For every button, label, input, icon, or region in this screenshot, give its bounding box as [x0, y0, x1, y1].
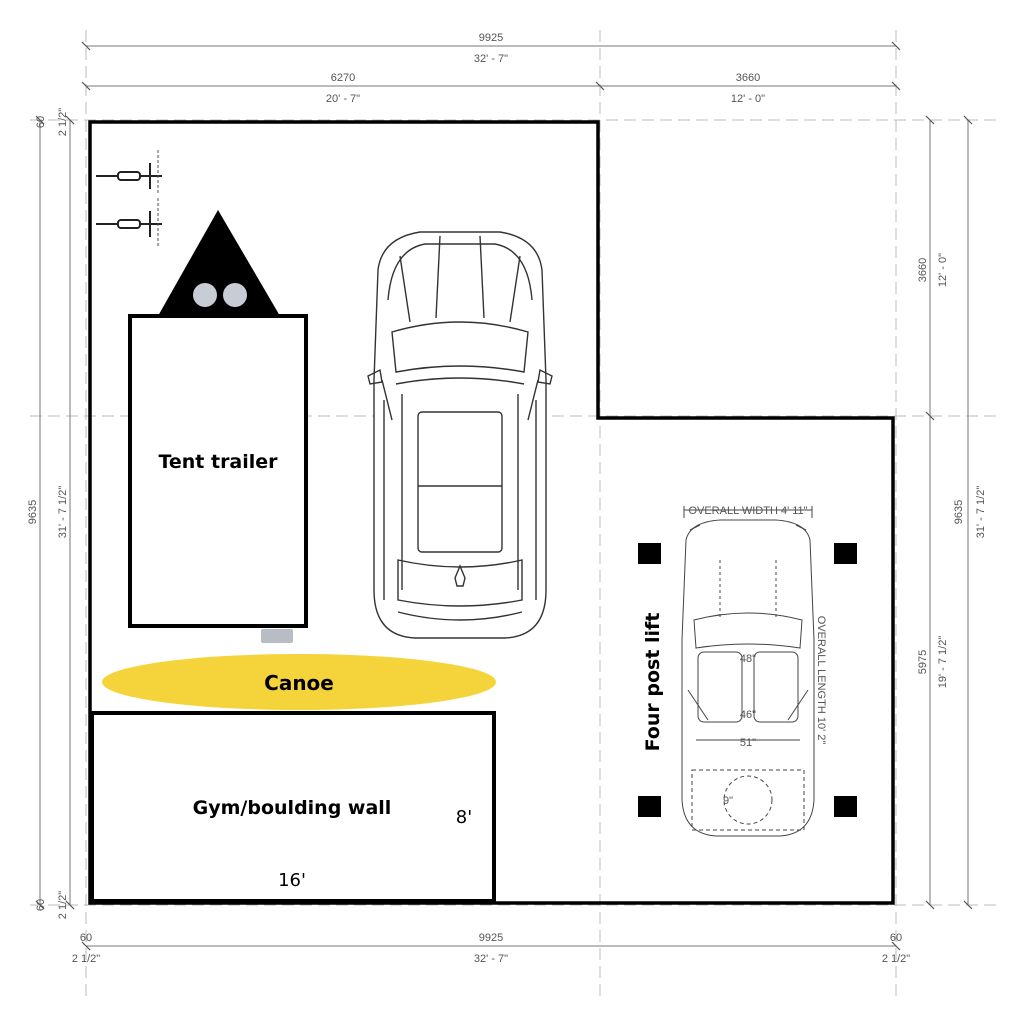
dim-top-total-ft: 32' - 7"	[474, 53, 508, 65]
dim-top-right-mm: 3660	[736, 72, 760, 84]
convertible-car-icon	[681, 506, 815, 837]
bike-icon	[96, 150, 162, 195]
dim-left-total-mm: 9635	[27, 500, 39, 524]
dim-top-left-mm: 6270	[331, 72, 355, 84]
bike-rack	[96, 150, 162, 248]
dim-right-total-ft: 31' - 7 1/2"	[975, 486, 987, 539]
dim-bottom-total-ft: 32' - 7"	[474, 953, 508, 965]
trailer-wheel-icon	[223, 283, 247, 307]
suv-car-icon	[367, 231, 553, 639]
lift-post-icon	[834, 543, 857, 564]
lift-post-icon	[638, 796, 661, 817]
lift-dim-b: 46"	[740, 709, 756, 721]
lift-post-icon	[834, 796, 857, 817]
dim-left-bottom-mm: 60	[35, 899, 47, 911]
canoe	[102, 654, 496, 710]
dimension-ticks	[35, 41, 973, 951]
lift-dim-d: 9"	[723, 795, 733, 807]
dim-bottom-left-ft: 2 1/2"	[72, 953, 100, 965]
dim-top-left-ft: 20' - 7"	[326, 93, 360, 105]
lift-dim-a: 48"	[740, 653, 756, 665]
canoe-label: Canoe	[264, 671, 334, 695]
tent-trailer	[128, 314, 308, 628]
dimension-lines	[39, 45, 969, 947]
trailer-wheel-icon	[193, 283, 217, 307]
dim-top-right-ft: 12' - 0"	[731, 93, 765, 105]
dim-bottom-total-mm: 9925	[479, 932, 503, 944]
dim-right-lower-ft: 19' - 7 1/2"	[937, 636, 949, 689]
dim-right-upper-mm: 3660	[917, 258, 929, 282]
four-post-lift-label: Four post lift	[642, 613, 664, 752]
lift-post-icon	[638, 543, 661, 564]
dim-bottom-right-ft: 2 1/2"	[882, 953, 910, 965]
dim-left-bottom-ft: 2 1/2"	[57, 891, 69, 919]
dim-bottom-left-mm: 60	[80, 932, 92, 944]
gym-height-label: 8'	[456, 807, 472, 828]
dim-right-upper-ft: 12' - 0"	[937, 253, 949, 287]
dim-left-total-ft: 31' - 7 1/2"	[57, 486, 69, 539]
trailer-jack-icon	[261, 629, 293, 643]
gym-wall-label: Gym/boulding wall	[193, 797, 392, 819]
lift-overall-width: OVERALL WIDTH 4' 11"	[688, 505, 807, 517]
lift-overall-length: OVERALL LENGTH 10' 2"	[815, 616, 827, 745]
dim-left-top-mm: 60	[35, 116, 47, 128]
trailer-tongue-icon	[158, 210, 280, 316]
dim-left-top-ft: 2 1/2"	[57, 108, 69, 136]
lift-dim-c: 51"	[740, 737, 756, 749]
gym-width-label: 16'	[278, 870, 306, 891]
bike-icon	[96, 198, 162, 248]
dim-right-lower-mm: 5975	[917, 650, 929, 674]
dim-bottom-right-mm: 60	[890, 932, 902, 944]
dim-top-total-mm: 9925	[479, 32, 503, 44]
dim-right-total-mm: 9635	[953, 500, 965, 524]
gym-wall-area	[90, 711, 496, 903]
tent-trailer-label: Tent trailer	[158, 451, 278, 473]
